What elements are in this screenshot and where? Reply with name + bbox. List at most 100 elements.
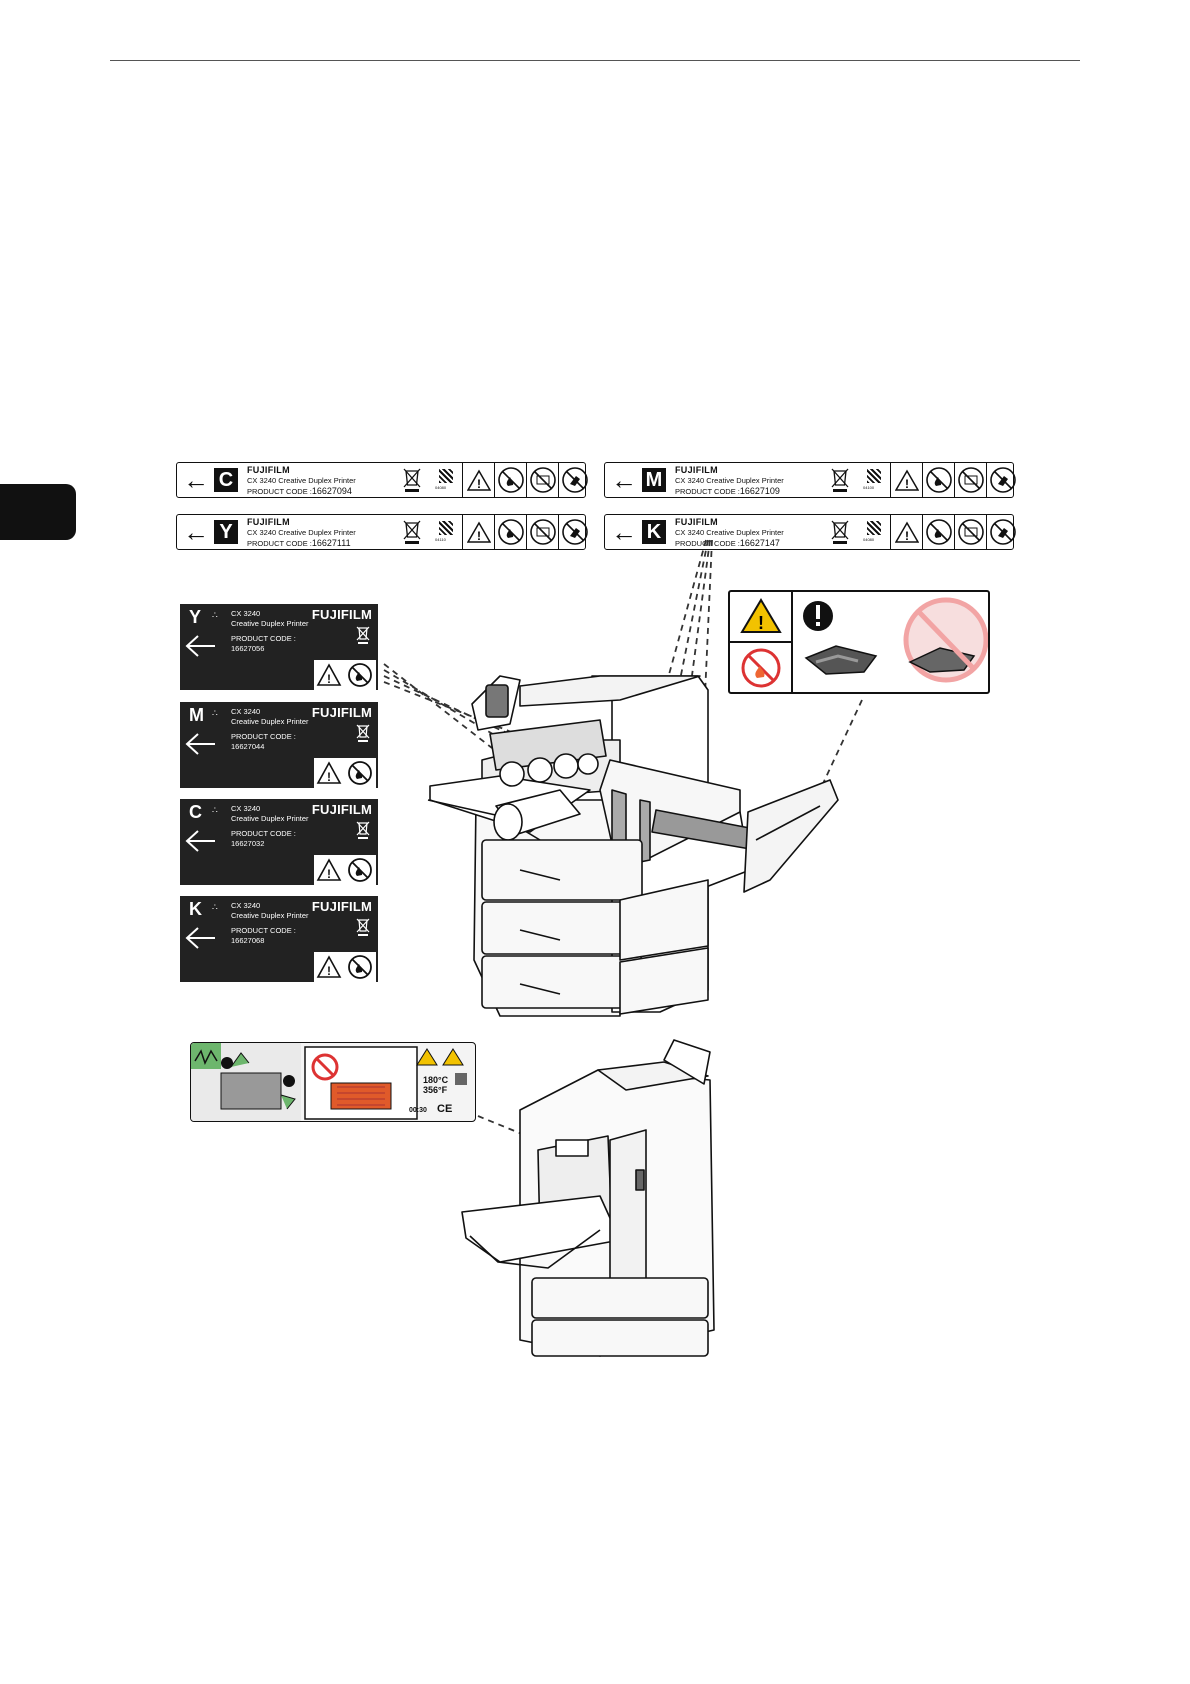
toner-label-yellow: ← Y FUJIFILM CX 3240 Creative Duplex Pri… <box>176 514 588 550</box>
no-fire-icon <box>494 463 526 497</box>
arrow-left-icon <box>185 733 215 755</box>
no-shake-icon <box>954 515 986 549</box>
chapter-tab <box>0 484 76 540</box>
weee-bin-icon <box>403 468 421 492</box>
product-code-label: PRODUCT CODE : <box>231 732 296 741</box>
toner-label-cyan: ← C FUJIFILM CX 3240 Creative Duplex Pri… <box>176 462 588 498</box>
brand-name: FUJIFILM <box>675 465 718 475</box>
warning-icon: ! <box>462 463 494 497</box>
no-fire-icon <box>922 515 954 549</box>
color-letter: Y <box>214 520 238 544</box>
warning-icon: ! <box>314 660 344 690</box>
qr-code-icon <box>867 521 881 535</box>
svg-text:!: ! <box>758 613 764 633</box>
printer-upper <box>427 675 839 1017</box>
arrow-left-icon: ← <box>183 465 209 495</box>
arrow-left-icon: ← <box>183 517 209 547</box>
weee-bin-icon <box>356 821 370 839</box>
model-name: CX 3240 Creative Duplex Printer <box>247 476 356 485</box>
ce-mark: CE <box>437 1103 453 1115</box>
brand-name: FUJIFILM <box>247 465 290 475</box>
safety-icons: ! <box>890 515 1018 549</box>
product-code: 16627032 <box>231 839 265 848</box>
qr-code-icon <box>439 521 453 535</box>
warning-icon: ! <box>890 463 922 497</box>
color-letter: Y <box>189 607 202 627</box>
model-name: CX 3240 Creative Duplex Printer <box>675 528 784 537</box>
fuser-warning-label: 180°C 356°F 00:30 CE <box>190 1042 476 1122</box>
no-shake-icon <box>526 515 558 549</box>
toner-dots-icon: ∴ <box>212 902 219 912</box>
color-letter: C <box>189 802 202 822</box>
no-touch-icon <box>986 463 1018 497</box>
arrow-left-icon <box>185 830 215 852</box>
product-code: PRODUCT CODE :16627094 <box>247 486 352 496</box>
svg-text:!: ! <box>477 529 481 543</box>
weee-bin-icon <box>831 468 849 492</box>
arrow-left-icon <box>185 927 215 949</box>
product-code: PRODUCT CODE :16627111 <box>247 538 351 548</box>
svg-text:!: ! <box>905 529 909 543</box>
color-letter: M <box>189 705 204 725</box>
arrow-left-icon: ← <box>611 465 637 495</box>
no-shake-icon <box>954 463 986 497</box>
toner-dots-icon: ∴ <box>212 805 219 815</box>
qr-code-icon <box>867 469 881 483</box>
warning-icon: ! <box>462 515 494 549</box>
product-code: PRODUCT CODE :16627109 <box>675 486 780 496</box>
warning-icon: ! <box>314 855 344 885</box>
no-touch-icon <box>558 463 590 497</box>
no-fire-icon <box>344 855 376 885</box>
svg-text:!: ! <box>905 477 909 491</box>
model-name: CX 3240 Creative Duplex Printer <box>247 528 356 537</box>
waste-toner-label-art: ! <box>730 592 989 692</box>
qr-number: 04080 <box>863 537 875 542</box>
brand-name: FUJIFILM <box>311 607 372 622</box>
color-letter: M <box>642 468 666 492</box>
safety-icons: ! <box>890 463 1018 497</box>
safety-icons: ! <box>462 463 590 497</box>
warning-icon: ! <box>890 515 922 549</box>
product-code: 16627044 <box>231 742 265 751</box>
waste-toner-label: ! <box>728 590 990 694</box>
qr-number: 04100 <box>863 485 875 490</box>
brand-name: FUJIFILM <box>311 705 372 720</box>
no-fire-icon <box>344 660 376 690</box>
weee-bin-icon <box>831 520 849 544</box>
no-fire-icon <box>494 515 526 549</box>
weee-bin-icon <box>356 724 370 742</box>
fuser-temperature-fahrenheit: 356°F <box>423 1085 448 1095</box>
no-shake-icon <box>526 463 558 497</box>
arrow-left-icon: ← <box>611 517 637 547</box>
no-fire-icon <box>922 463 954 497</box>
safety-icons: ! <box>462 515 590 549</box>
qr-number: 04110 <box>435 537 446 542</box>
no-fire-icon <box>344 952 376 982</box>
weee-bin-icon <box>356 918 370 936</box>
qr-number: 04080 <box>435 485 447 490</box>
fuser-temperature-celsius: 180°C <box>423 1075 449 1085</box>
color-letter: K <box>642 520 666 544</box>
toner-label-black: ← K FUJIFILM CX 3240 Creative Duplex Pri… <box>604 514 1016 550</box>
svg-text:!: ! <box>477 477 481 491</box>
brand-name: FUJIFILM <box>311 802 372 817</box>
product-code: 16627056 <box>231 644 265 653</box>
svg-text:!: ! <box>327 672 331 686</box>
brand-name: FUJIFILM <box>675 517 718 527</box>
weee-bin-icon <box>356 626 370 644</box>
svg-text:!: ! <box>327 964 331 978</box>
brand-name: FUJIFILM <box>247 517 290 527</box>
warning-icon: ! <box>314 952 344 982</box>
color-letter: C <box>214 468 238 492</box>
header-rule <box>110 60 1080 61</box>
no-touch-icon <box>986 515 1018 549</box>
product-code-label: PRODUCT CODE : <box>231 926 296 935</box>
svg-text:!: ! <box>327 867 331 881</box>
